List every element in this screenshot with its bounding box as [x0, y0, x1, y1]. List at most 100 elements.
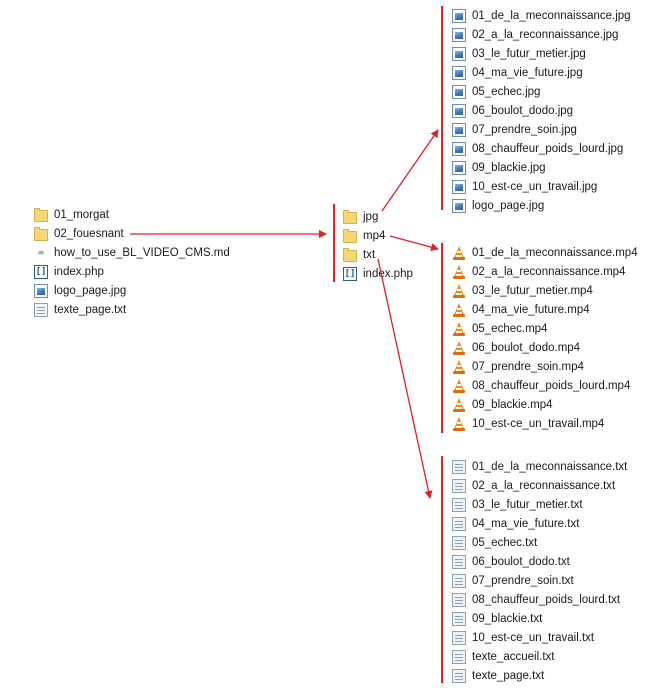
folder-icon [343, 247, 357, 262]
file-item[interactable]: 03_le_futur_metier.txt [452, 497, 583, 513]
file-item[interactable]: 05_echec.jpg [452, 84, 540, 100]
file-item[interactable]: 10_est-ce_un_travail.txt [452, 630, 594, 646]
image-file-icon [452, 28, 466, 42]
item-label: index.php [363, 268, 413, 280]
text-file-icon [34, 303, 48, 317]
file-label: 08_chauffeur_poids_lourd.txt [472, 594, 621, 606]
file-item[interactable]: 05_echec.txt [452, 535, 537, 551]
file-item[interactable]: 06_boulot_dodo.mp4 [452, 340, 580, 356]
file-label: 05_echec.txt [472, 537, 538, 549]
file-item[interactable]: texte_accueil.txt [452, 649, 554, 665]
arrow-txt-to-txt-files [377, 258, 433, 499]
file-item[interactable]: 02_a_la_reconnaissance.jpg [452, 27, 618, 43]
file-item[interactable]: 04_ma_vie_future.txt [452, 516, 579, 532]
vlc-media-icon [452, 379, 466, 393]
php-file-icon: [] [34, 265, 48, 279]
file-item[interactable]: 02_a_la_reconnaissance.mp4 [452, 264, 625, 280]
arrow-mp4-to-mp4-files [389, 235, 439, 252]
subfolder-item-txt[interactable]: txt [343, 247, 375, 263]
subfolder-item-index-php[interactable]: [] index.php [343, 266, 413, 282]
file-label: 02_a_la_reconnaissance.jpg [472, 29, 619, 41]
file-item[interactable]: 07_prendre_soin.mp4 [452, 359, 584, 375]
file-label: 03_le_futur_metier.txt [472, 499, 583, 511]
vlc-media-icon [452, 246, 466, 260]
file-item[interactable]: 07_prendre_soin.txt [452, 573, 574, 589]
file-label: 10_est-ce_un_travail.txt [472, 632, 595, 644]
file-label: 07_prendre_soin.txt [472, 575, 574, 587]
vlc-media-icon [452, 284, 466, 298]
file-item[interactable]: 06_boulot_dodo.jpg [452, 103, 573, 119]
file-item[interactable]: 10_est-ce_un_travail.mp4 [452, 416, 604, 432]
php-file-icon: [] [343, 267, 357, 281]
root-item-02-fouesnant[interactable]: 02_fouesnant [34, 226, 124, 242]
text-file-icon [452, 612, 466, 626]
file-item[interactable]: 03_le_futur_metier.mp4 [452, 283, 593, 299]
file-label: 06_boulot_dodo.mp4 [472, 342, 581, 354]
item-label: 02_fouesnant [54, 228, 124, 240]
root-item-texte-page-txt[interactable]: texte_page.txt [34, 302, 126, 318]
file-label: 02_a_la_reconnaissance.mp4 [472, 266, 626, 278]
file-item[interactable]: 04_ma_vie_future.jpg [452, 65, 583, 81]
text-file-icon [452, 631, 466, 645]
file-label: 06_boulot_dodo.jpg [472, 105, 574, 117]
file-label: 02_a_la_reconnaissance.txt [472, 480, 616, 492]
item-label: how_to_use_BL_VIDEO_CMS.md [54, 247, 230, 259]
text-file-icon [452, 479, 466, 493]
item-label: mp4 [363, 230, 386, 242]
file-item[interactable]: 09_blackie.mp4 [452, 397, 553, 413]
arrow-jpg-to-jpg-files [381, 129, 439, 212]
vlc-media-icon [452, 322, 466, 336]
file-item[interactable]: 01_de_la_meconnaissance.jpg [452, 8, 631, 24]
subfolder-item-mp4[interactable]: mp4 [343, 228, 385, 244]
file-label: 04_ma_vie_future.txt [472, 518, 580, 530]
file-item[interactable]: 08_chauffeur_poids_lourd.txt [452, 592, 620, 608]
image-file-icon [452, 85, 466, 99]
file-label: 10_est-ce_un_travail.mp4 [472, 418, 605, 430]
text-file-icon [452, 555, 466, 569]
file-item[interactable]: logo_page.jpg [452, 198, 544, 214]
text-file-icon [452, 460, 466, 474]
file-label: 09_blackie.mp4 [472, 399, 553, 411]
text-file-icon [452, 669, 466, 683]
vlc-media-icon [452, 265, 466, 279]
root-item-how-to-md[interactable]: ≡ how_to_use_BL_VIDEO_CMS.md [34, 245, 230, 261]
file-label: 03_le_futur_metier.mp4 [472, 285, 593, 297]
file-label: 01_de_la_meconnaissance.mp4 [472, 247, 638, 259]
file-item[interactable]: 07_prendre_soin.jpg [452, 122, 577, 138]
text-file-icon [452, 593, 466, 607]
image-file-icon [452, 47, 466, 61]
file-item[interactable]: 06_boulot_dodo.txt [452, 554, 570, 570]
root-item-01-morgat[interactable]: 01_morgat [34, 207, 109, 223]
text-file-icon [452, 650, 466, 664]
file-item[interactable]: 08_chauffeur_poids_lourd.jpg [452, 141, 623, 157]
file-item[interactable]: 09_blackie.txt [452, 611, 542, 627]
file-item[interactable]: 09_blackie.jpg [452, 160, 546, 176]
file-label: 01_de_la_meconnaissance.txt [472, 461, 628, 473]
file-item[interactable]: 03_le_futur_metier.jpg [452, 46, 586, 62]
file-label: logo_page.jpg [472, 200, 545, 212]
file-label: 07_prendre_soin.jpg [472, 124, 577, 136]
item-label: 01_morgat [54, 209, 109, 221]
root-item-index-php[interactable]: [] index.php [34, 264, 104, 280]
md-file-icon: ≡ [37, 248, 45, 257]
root-item-logo-page-jpg[interactable]: logo_page.jpg [34, 283, 126, 299]
image-file-icon [452, 161, 466, 175]
file-label: 06_boulot_dodo.txt [472, 556, 570, 568]
file-item[interactable]: 01_de_la_meconnaissance.mp4 [452, 245, 638, 261]
item-label: jpg [363, 211, 379, 223]
mp4-bracket-bar [441, 243, 443, 433]
subfolder-item-jpg[interactable]: jpg [343, 209, 378, 225]
file-label: 03_le_futur_metier.jpg [472, 48, 586, 60]
file-item[interactable]: 05_echec.mp4 [452, 321, 547, 337]
file-item[interactable]: texte_page.txt [452, 668, 544, 684]
file-item[interactable]: 08_chauffeur_poids_lourd.mp4 [452, 378, 630, 394]
file-item[interactable]: 10_est-ce_un_travail.jpg [452, 179, 597, 195]
file-item[interactable]: 02_a_la_reconnaissance.txt [452, 478, 615, 494]
file-item[interactable]: 04_ma_vie_future.mp4 [452, 302, 590, 318]
file-label: 04_ma_vie_future.mp4 [472, 304, 590, 316]
folder-icon [343, 228, 357, 243]
image-file-icon [452, 104, 466, 118]
item-label: texte_page.txt [54, 304, 127, 316]
file-item[interactable]: 01_de_la_meconnaissance.txt [452, 459, 627, 475]
image-file-icon [452, 199, 466, 213]
